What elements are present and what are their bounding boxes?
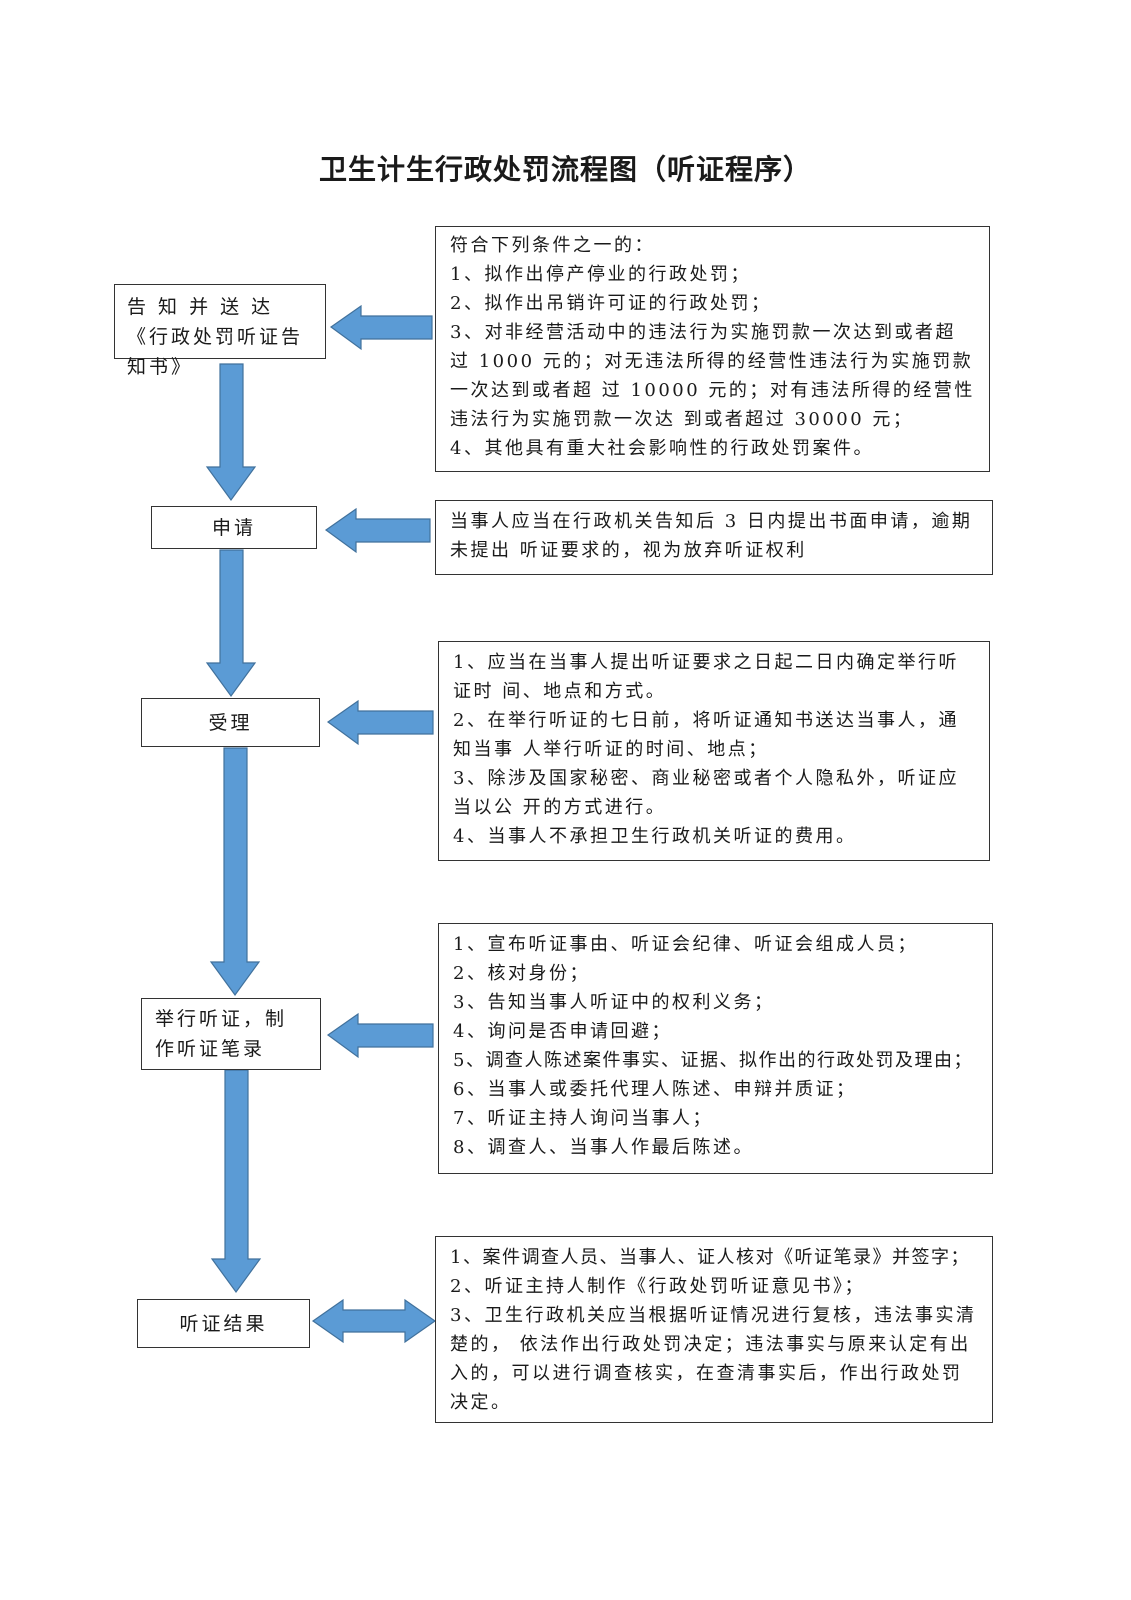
note-line: 符合下列条件之一的：: [450, 235, 655, 256]
note-line: 3、卫生行政机关应当根据听证情况进行复核，违法事实清楚的， 依法作出行政处罚决定…: [450, 1305, 977, 1413]
down-arrow-3: [209, 747, 261, 997]
note-line: 2、核对身份；: [453, 963, 590, 984]
step-hearing-label: 举行听证，制作听证笔录: [155, 1008, 288, 1060]
note-result: 1、案件调查人员、当事人、证人核对《听证笔录》并签字； 2、听证主持人制作《行政…: [435, 1236, 993, 1423]
down-arrow-1: [205, 363, 257, 502]
note-line: 4、当事人不承担卫生行政机关听证的费用。: [453, 826, 857, 847]
left-arrow-2: [324, 507, 431, 554]
step-notify: 告 知 并 送 达《行政处罚听证告知书》: [114, 284, 326, 378]
note-line: 4、其他具有重大社会影响性的行政处罚案件。: [450, 438, 874, 459]
note-line: 8、调查人、当事人作最后陈述。: [453, 1137, 754, 1158]
note-line: 2、在举行听证的七日前，将听证通知书送达当事人，通知当事 人举行听证的时间、地点…: [453, 710, 959, 760]
note-line: 3、对非经营活动中的违法行为实施罚款一次达到或者超过 1000 元的；对无违法所…: [450, 322, 975, 430]
step-accept: 受理: [141, 698, 320, 747]
note-apply: 当事人应当在行政机关告知后 3 日内提出书面申请，逾期未提出 听证要求的，视为放…: [435, 500, 993, 575]
note-hearing: 1、宣布听证事由、听证会纪律、听证会组成人员； 2、核对身份； 3、告知当事人听…: [438, 923, 993, 1174]
note-line: 1、拟作出停产停业的行政处罚；: [450, 264, 751, 285]
note-line: 1、宣布听证事由、听证会纪律、听证会组成人员；: [453, 934, 918, 955]
step-apply: 申请: [151, 506, 317, 549]
step-notify-label: 告 知 并 送 达《行政处罚听证告知书》: [127, 296, 304, 378]
page-title: 卫生计生行政处罚流程图（听证程序）: [318, 153, 812, 186]
note-accept: 1、应当在当事人提出听证要求之日起二日内确定举行听证时 间、地点和方式。 2、在…: [438, 641, 990, 861]
step-result-label: 听证结果: [179, 1312, 268, 1335]
note-line: 1、应当在当事人提出听证要求之日起二日内确定举行听证时 间、地点和方式。: [453, 652, 959, 702]
left-arrow-3: [326, 699, 434, 746]
note-line: 当事人应当在行政机关告知后 3 日内提出书面申请，逾期未提出 听证要求的，视为放…: [450, 511, 973, 561]
step-accept-label: 受理: [208, 711, 253, 734]
step-result: 听证结果: [137, 1299, 310, 1348]
note-line: 4、询问是否申请回避；: [453, 1021, 672, 1042]
note-line: 1、案件调查人员、当事人、证人核对《听证笔录》并签字；: [450, 1247, 970, 1268]
note-line: 2、拟作出吊销许可证的行政处罚；: [450, 293, 772, 314]
note-line: 7、听证主持人询问当事人；: [453, 1108, 713, 1129]
note-line: 3、除涉及国家秘密、商业秘密或者个人隐私外，听证应当以公 开的方式进行。: [453, 768, 959, 818]
left-arrow-1: [329, 304, 433, 351]
left-arrow-4: [326, 1012, 434, 1059]
note-line: 6、当事人或委托代理人陈述、申辩并质证；: [453, 1079, 857, 1100]
note-line: 5、调查人陈述案件事实、证据、拟作出的行政处罚及理由；: [453, 1050, 973, 1071]
note-conditions: 符合下列条件之一的： 1、拟作出停产停业的行政处罚； 2、拟作出吊销许可证的行政…: [435, 226, 990, 472]
step-apply-label: 申请: [211, 516, 256, 539]
step-hearing: 举行听证，制作听证笔录: [141, 998, 321, 1070]
double-arrow: [311, 1298, 437, 1344]
note-line: 3、告知当事人听证中的权利义务；: [453, 992, 775, 1013]
note-line: 2、听证主持人制作《行政处罚听证意见书》；: [450, 1276, 865, 1297]
down-arrow-2: [205, 549, 257, 698]
down-arrow-4: [210, 1069, 262, 1294]
